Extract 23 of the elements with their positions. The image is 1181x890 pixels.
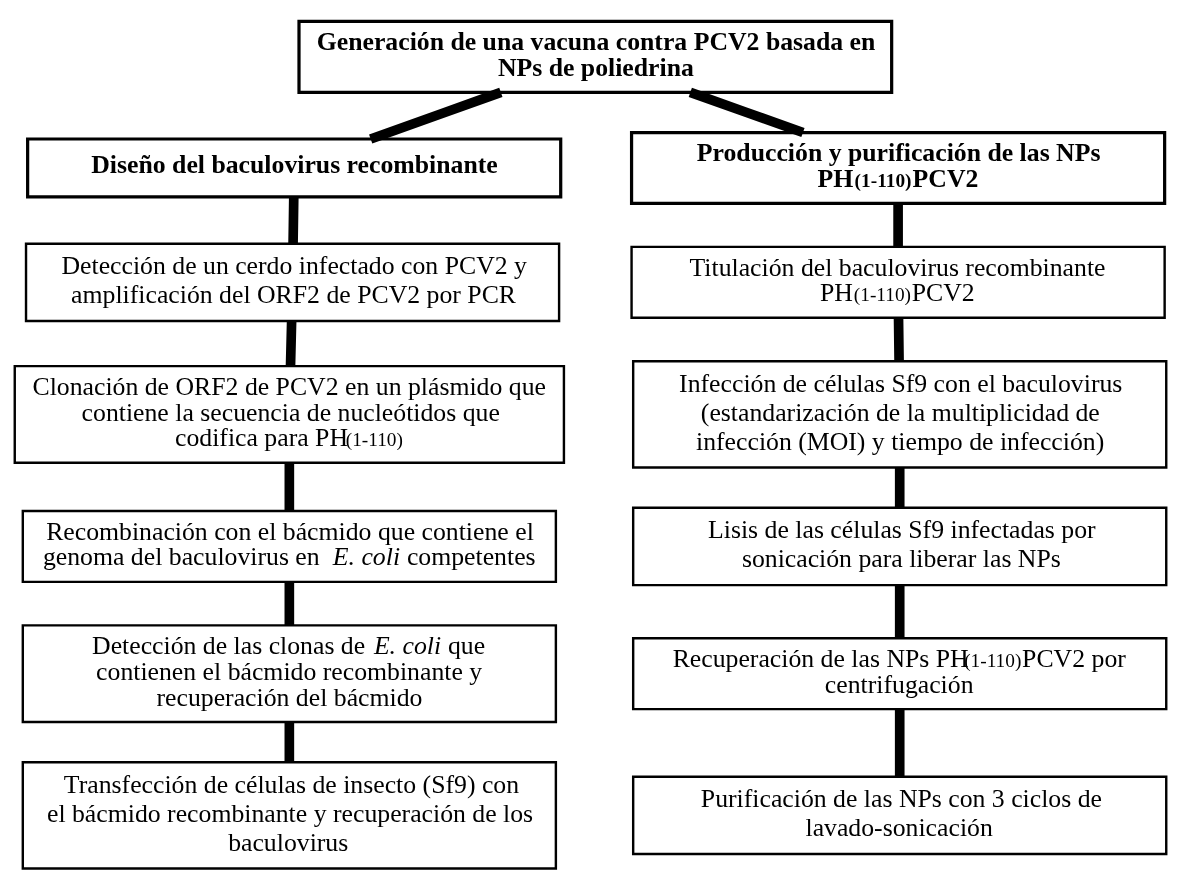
connector — [894, 709, 905, 777]
connector — [285, 321, 297, 367]
node-box: Titulación del baculovirus recombinante PH(1-110)PCV2 — [630, 245, 1166, 319]
connector — [894, 467, 905, 508]
connector — [893, 203, 903, 247]
node-box: Recombinación con el bácmido que contiene el genoma del baculovirus en E. coli competentes — [21, 509, 558, 584]
connector — [284, 581, 295, 626]
node-box: Lisis de las células Sf9 infectadas por sonicación para liberar las NPs — [631, 506, 1168, 587]
connector — [369, 87, 503, 144]
connector — [894, 585, 905, 638]
node-box: Detección de las clonas de E. coli que contienen el bácmido recombinante y recuperación del bácmido — [21, 624, 558, 724]
connector — [284, 722, 295, 763]
node-box: Purificación de las NPs con 3 ciclos de lavado-sonicación — [631, 775, 1168, 856]
node-box: Producción y purificación de las NPs PH(1-110)PCV2 — [629, 130, 1167, 206]
node-box: Clonación de ORF2 de PCV2 en un plásmido que contiene la secuencia de nucleótidos que codifica para PH(1-110) — [13, 364, 566, 464]
node-box: Generación de una vacuna contra PCV2 basada en NPs de poliedrina — [297, 19, 894, 94]
node-box: Transfección de células de insecto (Sf9) con el bácmido recombinante y recuperación de los baculovirus — [21, 761, 558, 870]
node-box: Infección de células Sf9 con el baculovirus (estandarización de la multiplicidad de infección (MOI) y tiempo de infección) — [631, 360, 1168, 469]
node-box: Diseño del baculovirus recombinante — [26, 137, 563, 199]
connector — [288, 197, 299, 244]
connector — [284, 463, 295, 511]
connector — [893, 317, 904, 362]
node-box: Detección de un cerdo infectado con PCV2 y amplificación del ORF2 de PCV2 por PCR — [24, 242, 561, 323]
